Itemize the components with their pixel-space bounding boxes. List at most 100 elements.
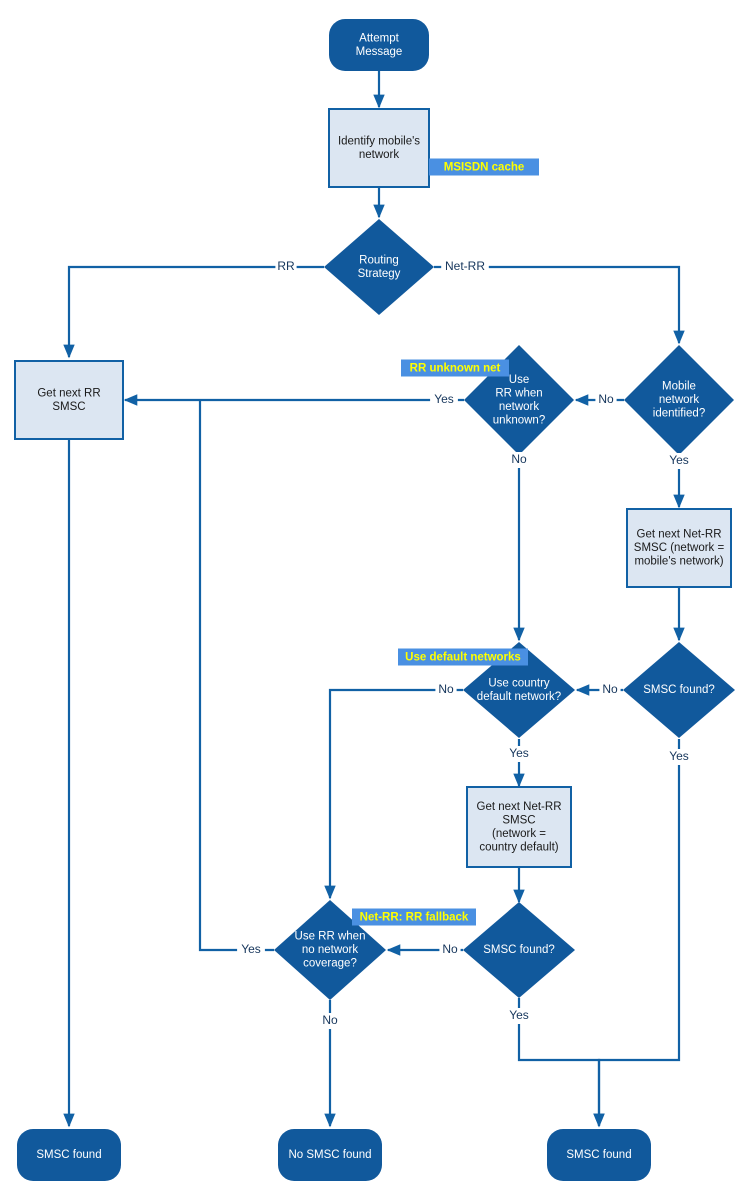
edge-use-rr-no-coverage-no-to-terminal-no-smsc-label-text: No [322, 1013, 338, 1027]
node-routing-strategy-shape [324, 219, 434, 315]
annotation-net-rr-rr-fallback-text: Net-RR: RR fallback [360, 912, 469, 924]
annotation-use-default-networks-text: Use default networks [405, 652, 521, 664]
node-identify-mobiles-network-label-line-0: Identify mobile's [338, 135, 420, 147]
edge-smsc-found-right-yes-to-terminal-label-bg [665, 749, 693, 765]
node-use-rr-when-no-network-coverage-label-line-0: Use RR when [295, 931, 366, 943]
node-use-country-default-network-label-line-1: default network? [477, 691, 561, 703]
node-smsc-found-bottom-shape [463, 902, 575, 998]
node-smsc-found-bottom: SMSC found? [463, 902, 575, 998]
edge-smsc-found-bottom-yes-to-terminal-label: Yes [505, 1008, 533, 1024]
edge-use-country-default-yes-to-get-next-netrr-country-label: Yes [505, 746, 533, 762]
node-get-next-net-rr-smsc-mobile-network-label-line-1: SMSC (network = [634, 542, 725, 554]
edge-routing-rr-to-get-next-rr [63, 265, 324, 359]
node-terminal-no-smsc-found: No SMSC found [278, 1129, 382, 1181]
node-terminal-smsc-found-right-label-line-0: SMSC found [566, 1149, 631, 1161]
annotation-net-rr-rr-fallback: Net-RR: RR fallback [352, 908, 476, 926]
edge-mobile-identified-no-to-use-rr-unknown-label-text: No [598, 392, 614, 406]
node-get-next-net-rr-smsc-country-default-label-line-3: country default) [479, 841, 558, 853]
node-get-next-net-rr-smsc-mobile-network-label-line-0: Get next Net-RR [637, 529, 722, 541]
edge-smsc-found-right-no-to-use-country-default-label-text: No [602, 682, 618, 696]
edge-use-rr-no-coverage-yes-to-get-next-rr [198, 400, 274, 952]
node-mobile-network-identified-label-line-0: Mobile [662, 381, 696, 393]
edge-routing-rr-to-get-next-rr-label-bg [275, 259, 297, 275]
node-attempt-message-label-line-0: Attempt [359, 32, 399, 44]
node-get-next-net-rr-smsc-country-default-shape [466, 786, 572, 868]
edge-routing-netrr-to-mobile-identified-label-bg [441, 259, 489, 275]
edge-routing-rr-to-get-next-rr-label-text: RR [277, 259, 295, 273]
node-use-rr-when-network-unknown-label-line-1: RR when [495, 387, 542, 399]
annotation-use-default-networks: Use default networks [398, 648, 528, 666]
node-identify-mobiles-network: Identify mobile's network [328, 108, 430, 188]
node-smsc-found-right: SMSC found? [623, 642, 735, 738]
annotation-rr-unknown-net: RR unknown net [401, 359, 509, 377]
node-get-next-rr-smsc-label-line-0: Get next RR [37, 387, 100, 399]
edge-smsc-found-bottom-yes-to-terminal [517, 998, 605, 1128]
annotation-use-default-networks-bg [398, 648, 528, 666]
edge-routing-netrr-to-mobile-identified-label: Net-RR [441, 259, 489, 275]
node-use-rr-when-no-network-coverage-label-line-1: no network [302, 944, 359, 956]
edge-smsc-found-bottom-yes-to-terminal-label-bg [505, 1008, 533, 1024]
edge-routing-rr-to-get-next-rr-label: RR [275, 259, 297, 275]
edge-use-rr-unknown-no-to-use-country-default-label-text: No [511, 452, 527, 466]
node-attempt-message-shape [329, 19, 429, 71]
edge-routing-netrr-to-mobile-identified-label-text: Net-RR [445, 259, 485, 273]
node-smsc-found-right-label-line-0: SMSC found? [643, 684, 715, 696]
node-use-rr-when-network-unknown-label-line-3: unknown? [493, 414, 545, 426]
node-use-country-default-network: Use country default network? [463, 642, 575, 738]
edge-smsc-found-right-yes-to-terminal-label: Yes [665, 749, 693, 765]
node-get-next-net-rr-smsc-country-default-label-line-2: (network = [492, 828, 546, 840]
edge-smsc-found-right-yes-to-terminal-label-text: Yes [669, 749, 689, 763]
node-smsc-found-right-shape [623, 642, 735, 738]
edge-use-rr-unknown-yes-to-get-next-rr-label-text: Yes [434, 392, 454, 406]
annotation-rr-unknown-net-text: RR unknown net [410, 363, 501, 375]
node-get-next-net-rr-smsc-country-default-label-line-0: Get next Net-RR [477, 801, 562, 813]
annotation-rr-unknown-net-bg [401, 359, 509, 377]
edge-mobile-identified-yes-to-get-next-netrr-label-text: Yes [669, 453, 689, 467]
edge-mobile-identified-yes-to-get-next-netrr-label: Yes [665, 453, 693, 469]
node-get-next-net-rr-smsc-mobile-network-label-line-2: mobile's network) [634, 556, 723, 568]
edge-use-rr-unknown-no-to-use-country-default-label: No [508, 452, 530, 468]
node-get-next-rr-smsc: Get next RR SMSC [14, 360, 124, 440]
node-get-next-net-rr-smsc-mobile-network-shape [626, 508, 732, 588]
edge-use-country-default-yes-to-get-next-netrr-country-label-text: Yes [509, 746, 529, 760]
edge-use-rr-unknown-yes-to-get-next-rr-label-bg [430, 392, 458, 408]
edge-use-rr-no-coverage-yes-to-get-next-rr-label-text: Yes [241, 942, 261, 956]
edge-smsc-found-bottom-no-to-use-rr-no-coverage-label-bg [439, 942, 461, 958]
edge-use-rr-unknown-yes-to-get-next-rr-label: Yes [430, 392, 458, 408]
edge-use-country-default-no-to-use-rr-no-coverage [324, 688, 463, 900]
edge-use-rr-unknown-no-to-use-country-default-label-bg [508, 452, 530, 468]
edge-smsc-found-right-yes-to-terminal [593, 739, 681, 1128]
node-routing-strategy-label-line-0: Routing [359, 254, 399, 266]
node-terminal-no-smsc-found-shape [278, 1129, 382, 1181]
edge-use-country-default-no-to-use-rr-no-coverage-label: No [435, 682, 457, 698]
edge-smsc-found-right-no-to-use-country-default-label-bg [599, 682, 621, 698]
annotation-msisdn-cache-text: MSISDN cache [444, 162, 525, 174]
node-mobile-network-identified-label-line-2: identified? [653, 408, 705, 420]
node-terminal-smsc-found-left-shape [17, 1129, 121, 1181]
edge-smsc-found-bottom-no-to-use-rr-no-coverage-label: No [439, 942, 461, 958]
annotation-net-rr-rr-fallback-bg [352, 908, 476, 926]
node-routing-strategy-label-line-1: Strategy [358, 268, 401, 280]
node-identify-mobiles-network-shape [328, 108, 430, 188]
edge-use-country-default-yes-to-get-next-netrr-country-label-bg [505, 746, 533, 762]
node-use-country-default-network-label-line-0: Use country [488, 677, 550, 689]
node-identify-mobiles-network-label-line-1: network [359, 149, 400, 161]
node-get-next-rr-smsc-label-line-1: SMSC [52, 401, 85, 413]
node-use-rr-when-network-unknown-label-line-2: network [499, 401, 540, 413]
node-mobile-network-identified-label-line-1: network [659, 394, 700, 406]
node-use-country-default-network-shape [463, 642, 575, 738]
node-use-rr-when-no-network-coverage-label-line-2: coverage? [303, 958, 357, 970]
edge-use-rr-no-coverage-yes-to-get-next-rr-label: Yes [237, 942, 265, 958]
edge-smsc-found-bottom-no-to-use-rr-no-coverage-label-text: No [442, 942, 458, 956]
node-get-next-rr-smsc-shape [14, 360, 124, 440]
node-terminal-smsc-found-right: SMSC found [547, 1129, 651, 1181]
edge-smsc-found-right-no-to-use-country-default-label: No [599, 682, 621, 698]
node-terminal-smsc-found-left: SMSC found [17, 1129, 121, 1181]
